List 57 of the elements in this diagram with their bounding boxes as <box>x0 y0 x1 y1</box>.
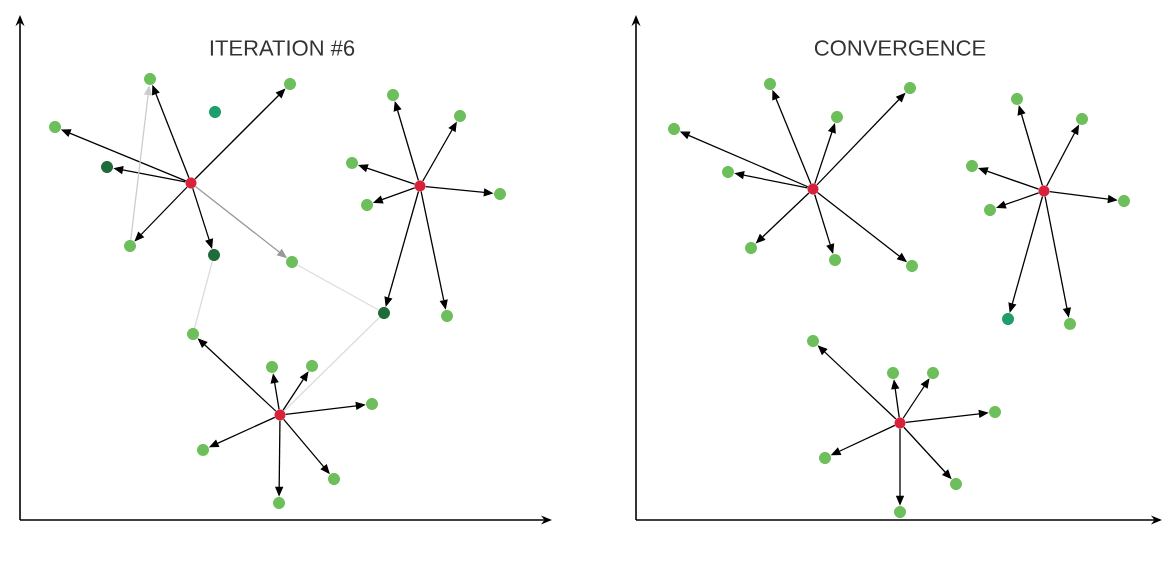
data-point <box>966 160 978 172</box>
data-point <box>819 452 831 464</box>
data-point <box>209 106 221 118</box>
data-point <box>197 444 209 456</box>
data-point <box>266 361 278 373</box>
data-point <box>144 73 156 85</box>
arrow <box>814 193 835 254</box>
arrow <box>393 101 420 182</box>
data-point <box>1076 113 1088 125</box>
data-point <box>829 254 841 266</box>
data-point <box>989 406 1001 418</box>
arrow <box>192 187 214 249</box>
centroid-marker <box>807 183 819 195</box>
data-point <box>1002 313 1014 325</box>
data-point <box>208 249 220 261</box>
data-point <box>894 506 906 518</box>
data-point <box>807 335 819 347</box>
data-point <box>745 242 757 254</box>
data-point <box>1064 318 1076 330</box>
data-point <box>101 161 113 173</box>
data-point <box>904 82 916 94</box>
data-point <box>328 473 340 485</box>
data-point <box>1118 195 1130 207</box>
data-point <box>366 398 378 410</box>
data-point <box>361 199 373 211</box>
data-point <box>387 89 399 101</box>
arrow <box>1017 105 1044 187</box>
centroid-marker <box>1038 185 1050 197</box>
data-point <box>950 478 962 490</box>
data-point <box>887 367 899 379</box>
data-point <box>764 78 776 90</box>
data-point <box>927 367 939 379</box>
data-point <box>284 78 296 90</box>
data-point <box>441 310 453 322</box>
data-point <box>49 121 61 133</box>
data-point <box>286 256 298 268</box>
arrow <box>194 88 286 180</box>
data-point <box>346 157 358 169</box>
data-point <box>273 497 285 509</box>
data-point <box>668 123 680 135</box>
data-point <box>187 328 199 340</box>
data-point <box>494 188 506 200</box>
panel-title: CONVERGENCE <box>814 40 986 56</box>
centroid-marker <box>894 417 906 429</box>
centroid-marker <box>414 180 426 192</box>
data-point <box>306 360 318 372</box>
data-point <box>831 111 843 123</box>
data-point <box>906 260 918 272</box>
centroid-marker <box>185 177 197 189</box>
data-point <box>124 240 136 252</box>
panel-title: ITERATION #6 <box>210 40 355 56</box>
data-point <box>722 166 734 178</box>
data-point <box>984 204 996 216</box>
centroid-marker <box>274 409 286 421</box>
data-point <box>1011 93 1023 105</box>
data-point <box>454 110 466 122</box>
data-point <box>378 307 390 319</box>
